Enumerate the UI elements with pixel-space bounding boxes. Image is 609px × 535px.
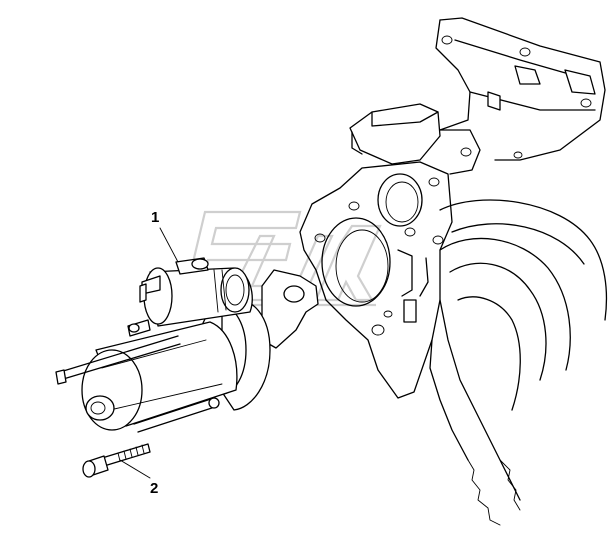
callout-2-leader xyxy=(119,459,151,479)
callout-2-label: 2 xyxy=(150,480,158,497)
callout-1-leader xyxy=(159,227,179,263)
callout-1-label: 1 xyxy=(151,209,159,226)
mounting-bolt xyxy=(82,443,151,478)
starter-motor xyxy=(55,257,319,433)
engine-block-housing xyxy=(299,17,608,526)
